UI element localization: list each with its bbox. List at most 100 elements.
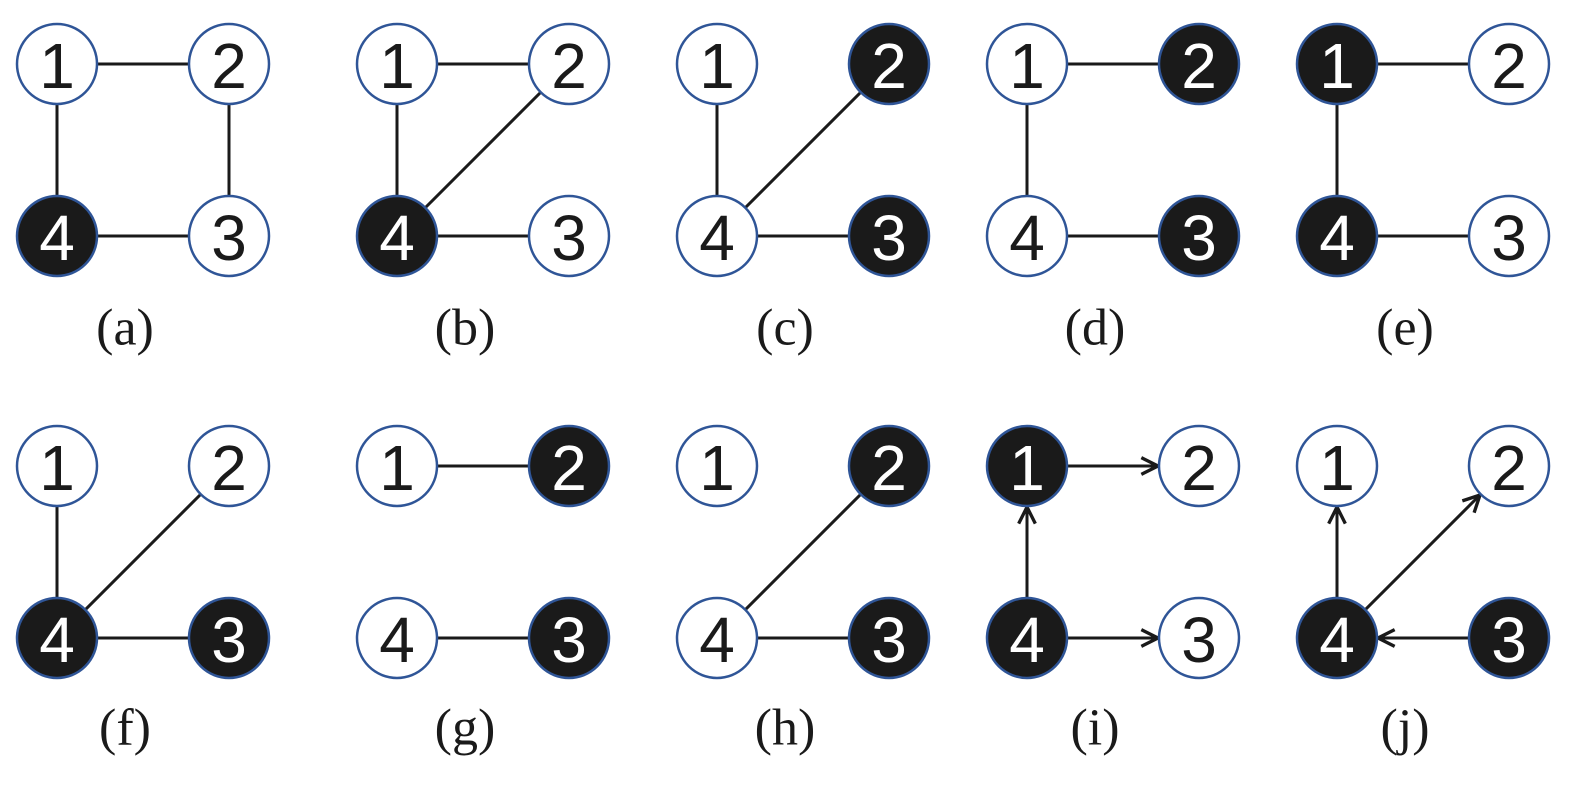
node-label: 4 — [699, 202, 735, 274]
node-label: 3 — [871, 202, 907, 274]
panel-label: (b) — [435, 300, 496, 357]
node-circle — [985, 596, 1069, 680]
node-1-empty: 1 — [675, 424, 759, 508]
node-circle — [675, 424, 759, 508]
node-label: 2 — [1491, 30, 1527, 102]
node-circle — [1157, 424, 1241, 508]
node-label: 1 — [1009, 432, 1045, 504]
node-circle — [1467, 22, 1551, 106]
node-3-filled: 3 — [847, 596, 931, 680]
node-3-filled: 3 — [847, 194, 931, 278]
node-circle — [15, 22, 99, 106]
node-4-filled: 4 — [1295, 596, 1379, 680]
graph-panel-e: 1 2 3 4 (e) — [1295, 22, 1551, 357]
node-circle — [187, 596, 271, 680]
node-label: 2 — [551, 30, 587, 102]
node-4-filled: 4 — [1295, 194, 1379, 278]
panel-label: (j) — [1380, 700, 1429, 757]
node-label: 1 — [1319, 30, 1355, 102]
node-label: 4 — [39, 604, 75, 676]
graph-panel-b: 1 2 3 4 (b) — [355, 22, 611, 357]
node-label: 2 — [211, 432, 247, 504]
node-4-filled: 4 — [985, 596, 1069, 680]
node-label: 2 — [1181, 432, 1217, 504]
node-circle — [355, 194, 439, 278]
node-label: 2 — [871, 30, 907, 102]
node-2-empty: 2 — [1467, 22, 1551, 106]
node-label: 4 — [1009, 202, 1045, 274]
node-label: 3 — [1181, 604, 1217, 676]
node-1-filled: 1 — [985, 424, 1069, 508]
node-circle — [847, 424, 931, 508]
node-circle — [15, 194, 99, 278]
node-label: 1 — [1319, 432, 1355, 504]
node-circle — [1295, 596, 1379, 680]
node-3-empty: 3 — [527, 194, 611, 278]
node-1-empty: 1 — [1295, 424, 1379, 508]
node-label: 1 — [379, 432, 415, 504]
node-3-filled: 3 — [1157, 194, 1241, 278]
panel-label: (a) — [96, 300, 154, 357]
node-circle — [985, 424, 1069, 508]
node-4-empty: 4 — [675, 194, 759, 278]
node-label: 3 — [1491, 202, 1527, 274]
node-circle — [15, 424, 99, 508]
graph-panel-f: 1 2 3 4 (f) — [15, 424, 271, 757]
panel-label: (h) — [755, 700, 816, 757]
node-label: 2 — [211, 30, 247, 102]
graph-panel-d: 1 2 3 4 (d) — [985, 22, 1241, 357]
node-label: 4 — [39, 202, 75, 274]
node-label: 4 — [379, 202, 415, 274]
node-3-filled: 3 — [187, 596, 271, 680]
node-label: 2 — [551, 432, 587, 504]
panel-label: (f) — [99, 700, 151, 757]
node-3-empty: 3 — [1467, 194, 1551, 278]
node-circle — [527, 194, 611, 278]
node-circle — [1467, 424, 1551, 508]
node-label: 4 — [699, 604, 735, 676]
node-3-filled: 3 — [1467, 596, 1551, 680]
node-circle — [527, 424, 611, 508]
node-circle — [675, 596, 759, 680]
node-circle — [1157, 596, 1241, 680]
node-2-filled: 2 — [1157, 22, 1241, 106]
node-label: 1 — [39, 30, 75, 102]
node-3-filled: 3 — [527, 596, 611, 680]
node-1-empty: 1 — [15, 424, 99, 508]
panel-label: (c) — [756, 300, 814, 357]
node-label: 4 — [1319, 604, 1355, 676]
node-circle — [1295, 424, 1379, 508]
panel-label: (d) — [1065, 300, 1126, 357]
node-1-empty: 1 — [15, 22, 99, 106]
node-label: 3 — [871, 604, 907, 676]
node-4-empty: 4 — [355, 596, 439, 680]
node-circle — [1295, 194, 1379, 278]
graph-panel-c: 1 2 3 4 (c) — [675, 22, 931, 357]
node-label: 1 — [39, 432, 75, 504]
node-2-filled: 2 — [847, 22, 931, 106]
node-1-empty: 1 — [355, 22, 439, 106]
node-4-filled: 4 — [15, 194, 99, 278]
graph-panel-i: 1 2 3 4 (i) — [985, 424, 1241, 757]
node-1-empty: 1 — [675, 22, 759, 106]
node-2-empty: 2 — [187, 424, 271, 508]
node-label: 3 — [1491, 604, 1527, 676]
panel-label: (g) — [435, 700, 496, 757]
node-circle — [675, 194, 759, 278]
node-circle — [355, 22, 439, 106]
node-label: 4 — [1009, 604, 1045, 676]
node-label: 3 — [551, 202, 587, 274]
panel-label: (e) — [1376, 300, 1434, 357]
node-1-filled: 1 — [1295, 22, 1379, 106]
node-circle — [187, 194, 271, 278]
node-4-empty: 4 — [675, 596, 759, 680]
node-label: 1 — [1009, 30, 1045, 102]
node-circle — [187, 22, 271, 106]
node-circle — [985, 22, 1069, 106]
node-2-empty: 2 — [527, 22, 611, 106]
panel-label: (i) — [1070, 700, 1119, 757]
node-1-empty: 1 — [985, 22, 1069, 106]
